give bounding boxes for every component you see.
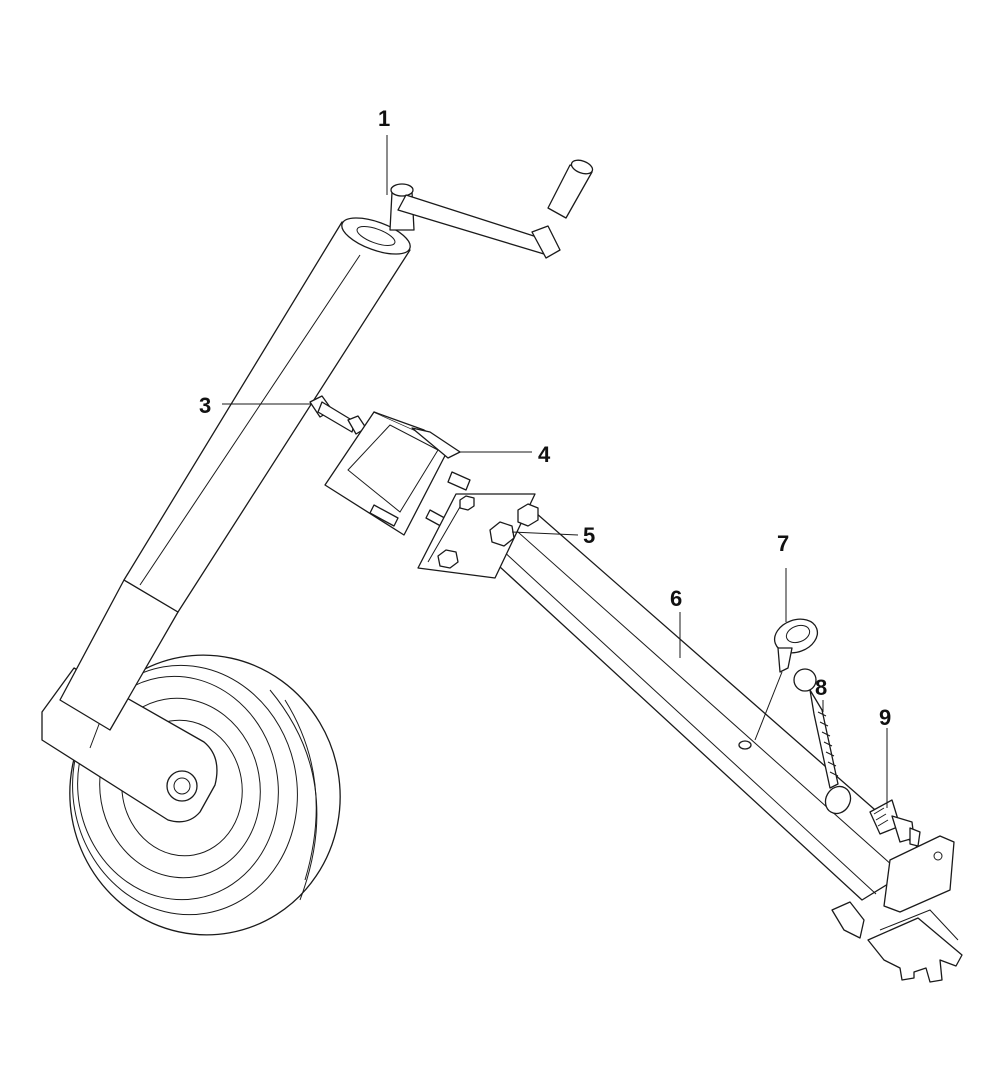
callout-6: 6 — [670, 586, 682, 611]
callout-4: 4 — [538, 442, 551, 467]
nuts — [437, 495, 539, 569]
callout-5: 5 — [583, 523, 595, 548]
callouts: 1 3 4 5 6 7 8 9 — [199, 106, 891, 730]
callout-1: 1 — [378, 106, 390, 131]
leader-lines — [222, 135, 888, 808]
spring-clip — [793, 668, 852, 815]
locking-knob — [773, 618, 819, 673]
arm-tube — [461, 505, 931, 901]
leader-5 — [511, 531, 579, 536]
callout-7: 7 — [777, 531, 789, 556]
callout-9: 9 — [879, 705, 891, 730]
bolt — [309, 395, 367, 435]
crank-handle — [389, 159, 594, 259]
threaded-insert — [869, 799, 921, 847]
leader-7b — [754, 671, 783, 741]
callout-8: 8 — [815, 675, 827, 700]
outer-tube — [123, 217, 411, 613]
coupling-head — [831, 835, 963, 983]
callout-3: 3 — [199, 393, 211, 418]
mounting-bracket — [324, 411, 471, 536]
